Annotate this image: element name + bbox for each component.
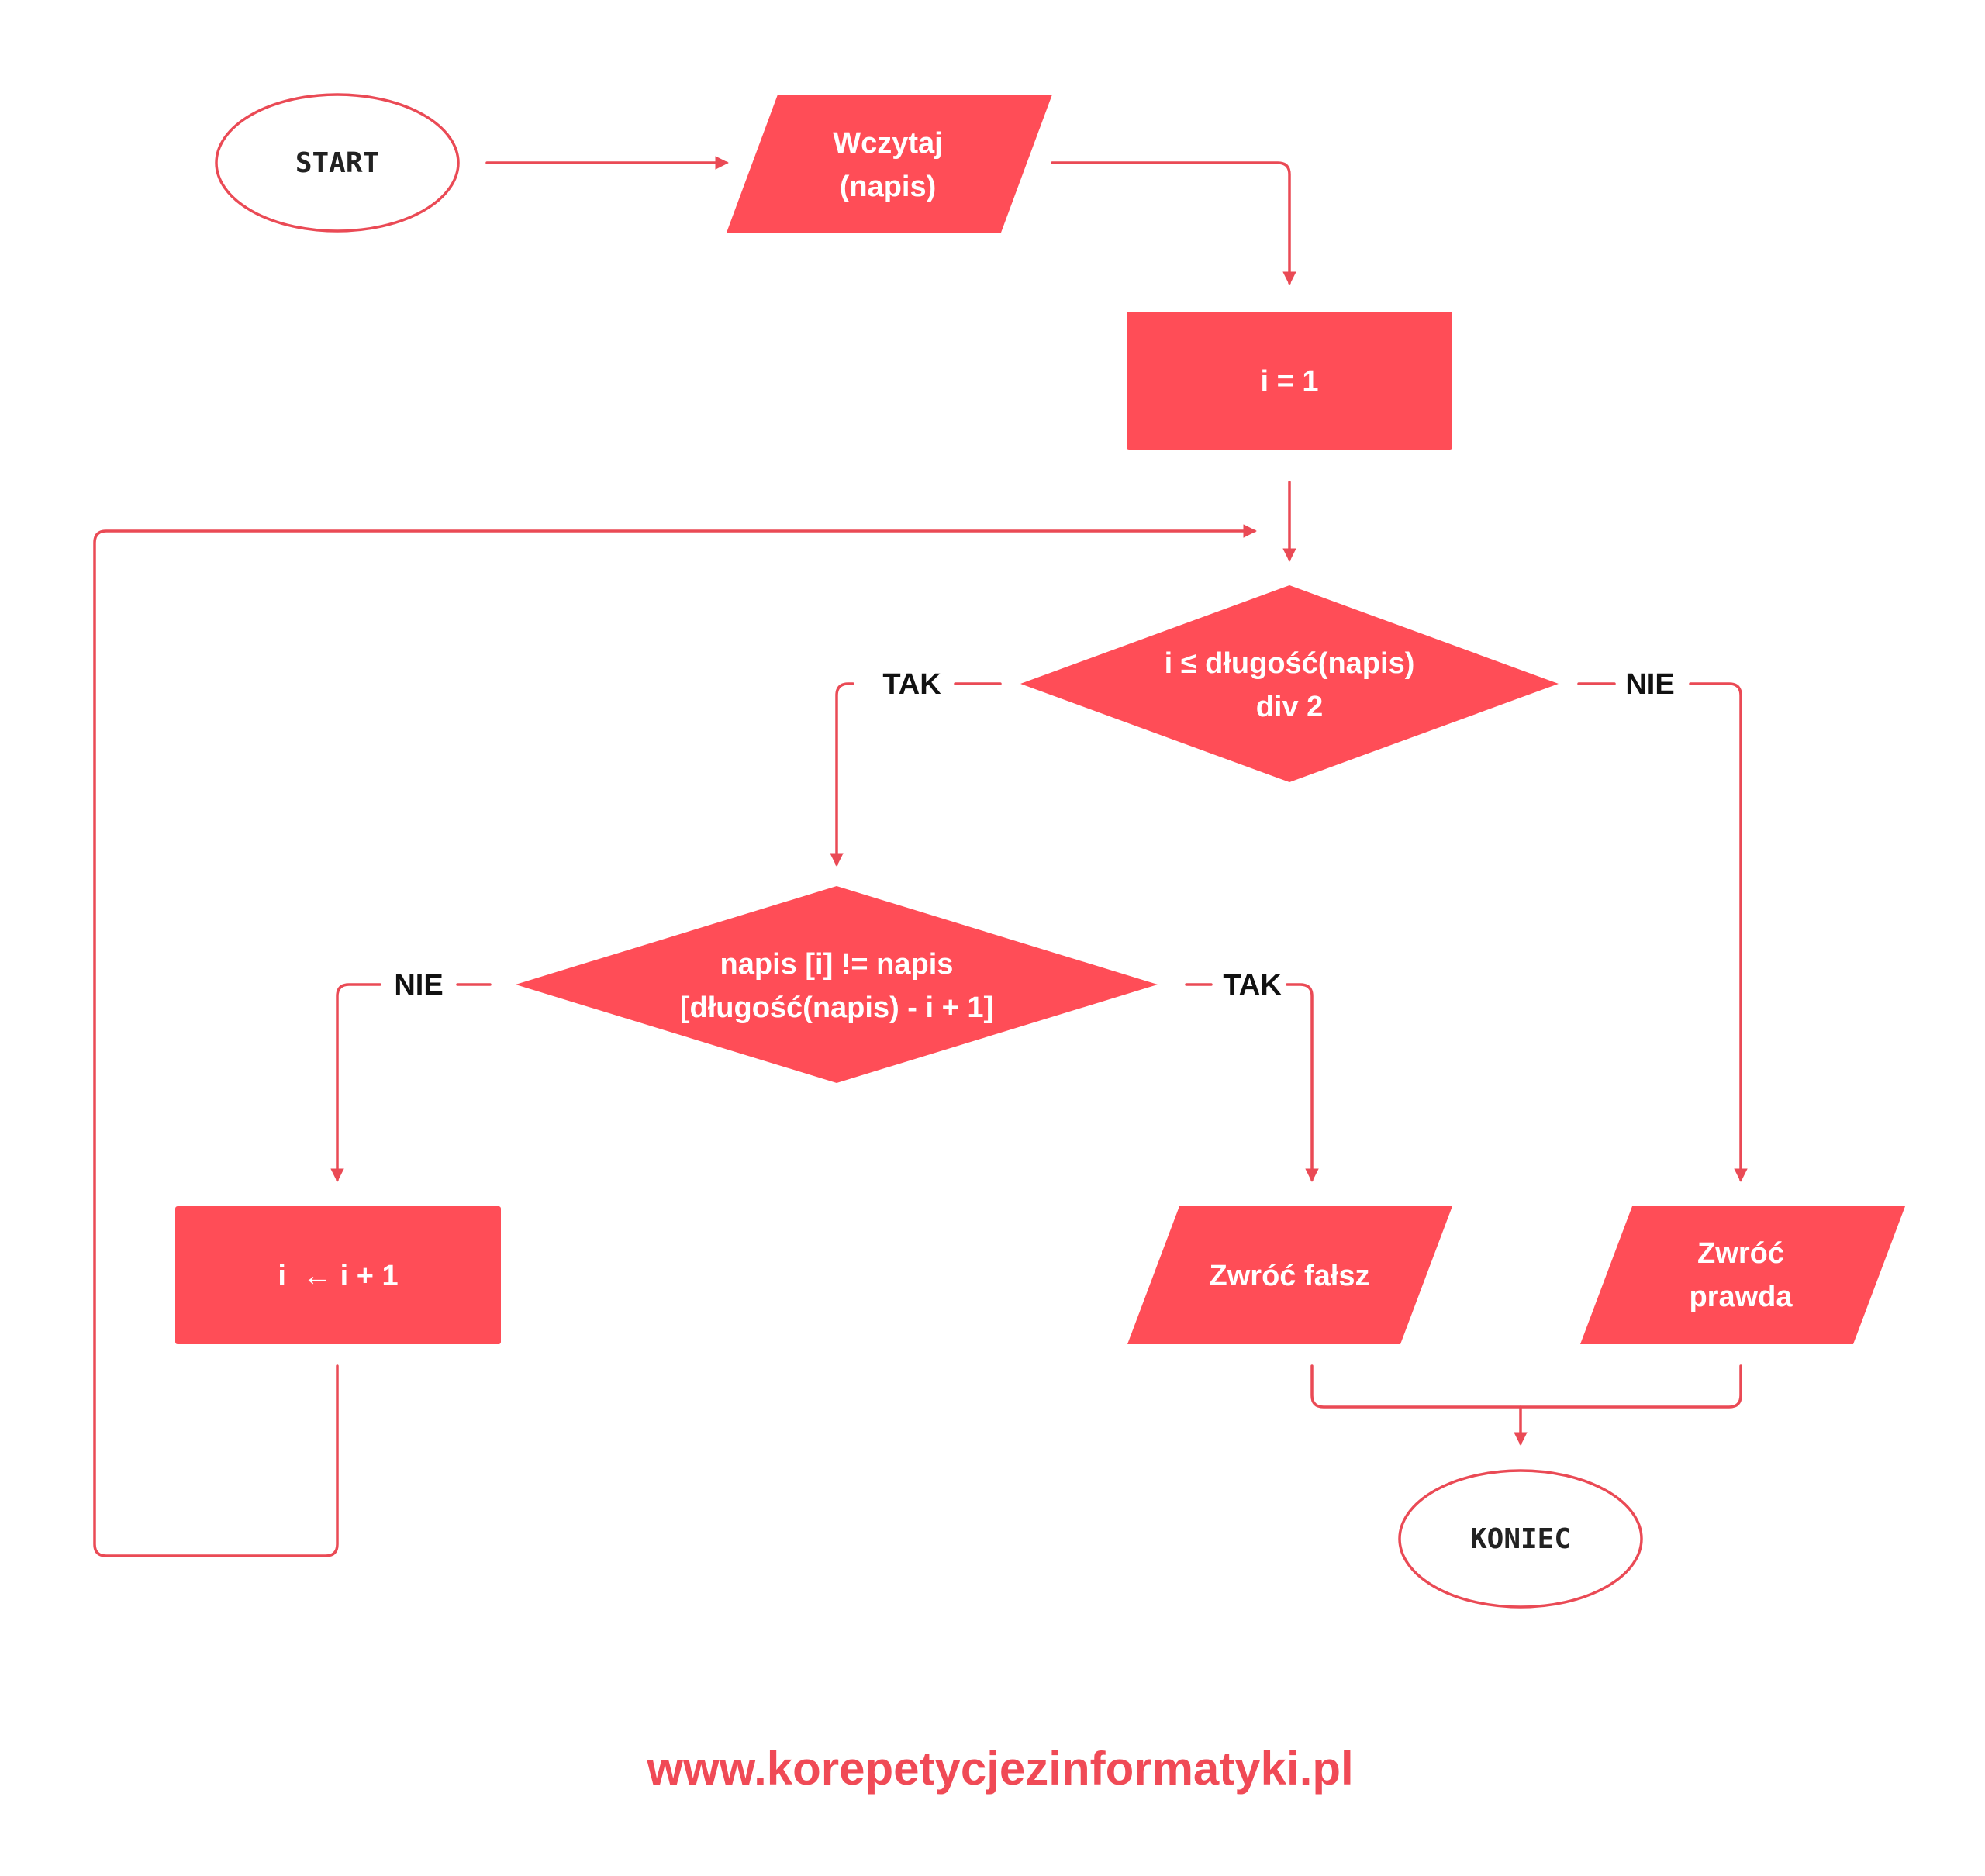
- end-terminal: KONIEC: [1398, 1469, 1643, 1609]
- connector-cond2-no-to-increment: [330, 983, 381, 1182]
- connector-cond1-no-to-return-true: [1689, 682, 1748, 1182]
- condition-loop-line1: i ≤ długość(napis): [1165, 647, 1415, 680]
- increment-node: i ← i + 1: [175, 1206, 501, 1344]
- connector-returns-merge: [1310, 1364, 1742, 1409]
- connectors: [93, 156, 1748, 1557]
- connector-input-to-init: [1051, 161, 1296, 285]
- condition-loop-line2: div 2: [1256, 691, 1324, 723]
- end-label: KONIEC: [1470, 1523, 1571, 1555]
- increment-label: i ← i + 1: [278, 1260, 398, 1292]
- connector-cond2-yes-to-return-false: [1286, 983, 1319, 1182]
- connector-cond1-yes-to-cond2: [830, 682, 854, 867]
- return-true-node: Zwróć prawda: [1580, 1206, 1905, 1344]
- condition-compare-line1: napis [i] != napis: [720, 948, 954, 981]
- init-node: i = 1: [1127, 312, 1452, 450]
- branch-label-cond2-no: NIE: [394, 969, 443, 1002]
- input-label-line2: (napis): [840, 171, 937, 203]
- return-true-label-line2: prawda: [1689, 1281, 1793, 1313]
- branch-label-cond2-yes: TAK: [1223, 969, 1282, 1002]
- branch-label-cond1-yes: TAK: [882, 668, 941, 701]
- return-false-node: Zwróć fałsz: [1127, 1206, 1452, 1344]
- condition-compare-node: napis [i] != napis [długość(napis) - i +…: [516, 886, 1158, 1083]
- footer-url: www.korepetycjezinformatyki.pl: [646, 1743, 1353, 1795]
- branch-label-cond1-no: NIE: [1625, 668, 1674, 701]
- start-terminal: START: [215, 93, 460, 233]
- input-node: Wczytaj (napis): [727, 95, 1052, 233]
- init-label: i = 1: [1261, 365, 1319, 398]
- connector-loop-back: [93, 524, 1257, 1557]
- condition-loop-node: i ≤ długość(napis) div 2: [1020, 585, 1559, 782]
- return-true-label-line1: Zwróć: [1697, 1237, 1784, 1270]
- input-label-line1: Wczytaj: [833, 127, 942, 160]
- condition-compare-line2: [długość(napis) - i + 1]: [680, 991, 993, 1024]
- return-false-label: Zwróć fałsz: [1210, 1260, 1370, 1292]
- start-label: START: [295, 147, 379, 179]
